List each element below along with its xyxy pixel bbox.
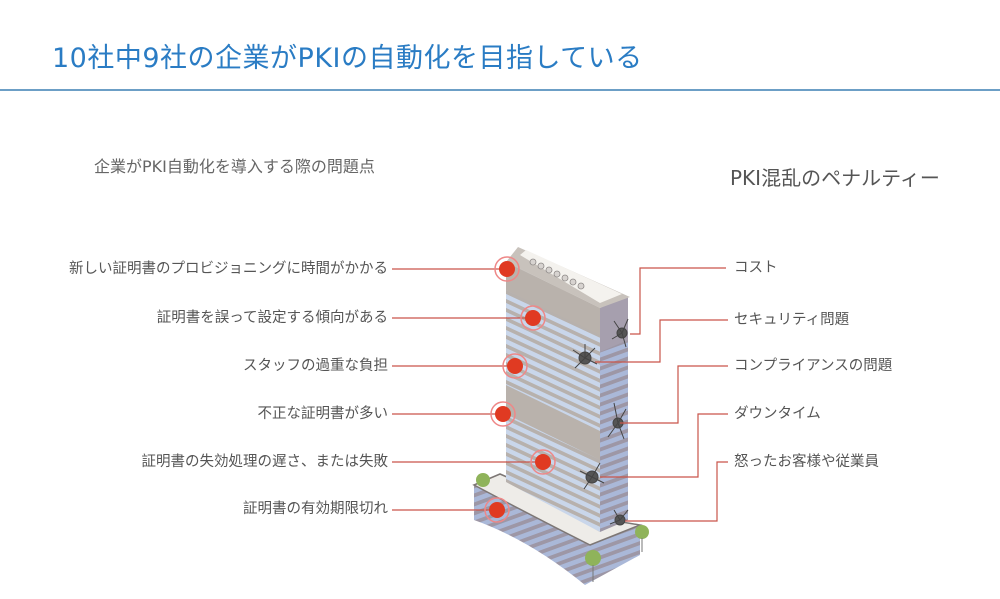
page-title: 10社中9社の企業がPKIの自動化を目指している bbox=[52, 43, 643, 74]
penalty-label: セキュリティ問題 bbox=[734, 312, 850, 328]
tower bbox=[506, 247, 630, 532]
marker-icon bbox=[490, 401, 516, 427]
crack-icon bbox=[609, 509, 629, 526]
problem-label: 不正な証明書が多い bbox=[257, 406, 389, 422]
problem-label: 証明書の有効期限切れ bbox=[243, 501, 388, 517]
marker-icon bbox=[502, 353, 528, 379]
problem-label: スタッフの過重な負担 bbox=[243, 358, 388, 374]
problem-connectors bbox=[392, 268, 543, 511]
problem-label: 新しい証明書のプロビジョニングに時間がかかる bbox=[69, 261, 388, 277]
marker-icon bbox=[484, 497, 510, 523]
penalty-connectors bbox=[595, 267, 728, 522]
crack-icon bbox=[611, 318, 629, 348]
crack-icon bbox=[572, 344, 598, 369]
problems-heading: 企業がPKI自動化を導入する際の問題点 bbox=[94, 157, 375, 176]
title-divider bbox=[0, 89, 1000, 91]
penalty-label: コスト bbox=[734, 260, 778, 276]
penalty-label: コンプライアンスの問題 bbox=[734, 358, 893, 374]
crack-icons bbox=[572, 318, 629, 526]
problem-label: 証明書の失効処理の遅さ、または失敗 bbox=[141, 454, 389, 470]
penalty-label: ダウンタイム bbox=[734, 406, 821, 422]
crack-icon bbox=[579, 462, 605, 490]
penalties-heading: PKI混乱のペナルティー bbox=[730, 166, 940, 190]
marker-icon bbox=[520, 305, 546, 331]
problem-markers bbox=[484, 256, 556, 523]
marker-icon bbox=[494, 256, 520, 282]
penalty-label: 怒ったお客様や従業員 bbox=[734, 454, 879, 470]
crack-icon bbox=[607, 402, 627, 440]
tree-icons bbox=[476, 473, 649, 582]
marker-icon bbox=[530, 449, 556, 475]
problem-label: 証明書を誤って設定する傾向がある bbox=[156, 310, 388, 326]
